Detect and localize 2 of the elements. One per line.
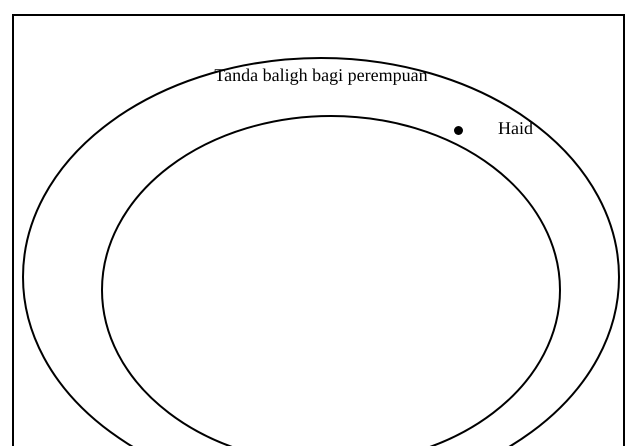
set-label: Tanda baligh bagi perempuan (213, 65, 429, 86)
element-label: Haid (498, 118, 533, 139)
